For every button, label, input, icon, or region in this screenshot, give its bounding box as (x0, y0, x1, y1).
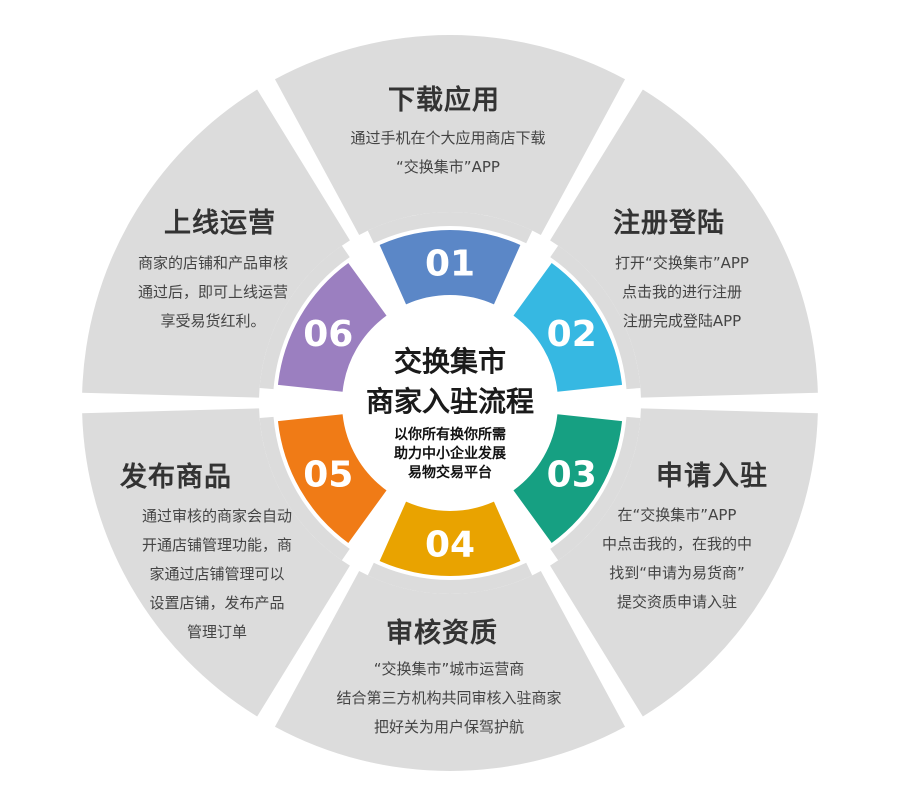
outer-segment-register (550, 89, 818, 398)
step-05-description: 通过审核的商家会自动 开通店铺管理功能，商 家通过店铺管理可以 设置店铺，发布产… (142, 502, 292, 647)
center-subtitle-line: 易物交易平台 (408, 465, 492, 481)
center-subtitle-line: 以你所有换你所需 (394, 427, 506, 443)
step-04-description: “交换集市”城市运营商 结合第三方机构共同审核入驻商家 把好关为用户保驾护航 (336, 655, 561, 742)
step-06-description: 商家的店铺和产品审核 通过后，即可上线运营 享受易货红利。 (138, 249, 288, 336)
step-06-desc-line: 商家的店铺和产品审核 (137, 254, 289, 272)
center-title-line1: 交换集市 (393, 345, 507, 378)
step-03-desc-line: 找到“申请为易货商” (609, 564, 745, 582)
step-03-description: 在“交换集市”APP 中点击我的，在我的中 找到“申请为易货商” 提交资质申请入… (602, 501, 752, 617)
step-04-title: 审核资质 (386, 618, 498, 649)
ring-segment-05 (277, 414, 387, 543)
step-02-title: 注册登陆 (613, 208, 725, 239)
step-03-desc-line: 在“交换集市”APP (617, 506, 737, 524)
step-04-desc-line: “交换集市”城市运营商 (373, 660, 525, 678)
step-02-description: 打开“交换集市”APP 点击我的进行注册 注册完成登陆APP (615, 249, 749, 336)
step-number-06: 06 (303, 314, 353, 355)
step-03-title: 申请入驻 (656, 461, 768, 492)
step-04-desc-line: 结合第三方机构共同审核入驻商家 (336, 689, 562, 707)
step-06-title: 上线运营 (164, 208, 276, 239)
center-disc (354, 307, 546, 499)
step-number-02: 02 (547, 314, 597, 355)
step-02-desc-line: 注册完成登陆APP (622, 312, 742, 330)
step-01-desc-line: 通过手机在个大应用商店下载 (350, 129, 546, 147)
step-02-desc-line: 点击我的进行注册 (621, 283, 742, 301)
step-04-desc-line: 把好关为用户保驾护航 (373, 718, 525, 736)
outer-segments (82, 35, 818, 771)
outer-segment-inner-apply (550, 416, 641, 561)
step-01-description: 通过手机在个大应用商店下载 “交换集市”APP (350, 124, 545, 182)
ring-segment-06 (277, 263, 387, 392)
outer-segment-download (274, 35, 626, 235)
step-01-title: 下载应用 (388, 85, 500, 116)
ring-segment-03 (513, 414, 623, 543)
step-05-desc-line: 家通过店铺管理可以 (149, 565, 285, 583)
outer-segment-inner-download (367, 212, 533, 244)
step-01-desc-line: “交换集市”APP (396, 158, 500, 176)
center-subtitle: 以你所有换你所需 助力中小企业发展 易物交易平台 (394, 426, 506, 483)
step-06-desc-line: 享受易货红利。 (160, 312, 266, 330)
outer-segment-publish (82, 408, 350, 717)
outer-segment-review (274, 571, 626, 771)
step-05-desc-line: 管理订单 (186, 623, 248, 641)
numbered-ring (277, 230, 623, 576)
ring-segment-02 (513, 263, 623, 392)
outer-segment-inner-publish (259, 416, 350, 561)
outer-segment-apply (550, 408, 818, 717)
step-06-desc-line: 通过后，即可上线运营 (137, 283, 289, 301)
ring-numbers: 01 02 03 04 05 06 (303, 244, 597, 566)
outer-segment-inner-operate (259, 245, 350, 390)
step-number-05: 05 (303, 454, 353, 495)
step-number-03: 03 (547, 454, 597, 495)
center-title-line2: 商家入驻流程 (365, 385, 535, 418)
outer-segment-inner-register (550, 245, 641, 390)
step-number-01: 01 (425, 244, 475, 285)
center-subtitle-line: 助力中小企业发展 (394, 446, 506, 462)
step-05-desc-line: 开通店铺管理功能，商 (141, 536, 293, 554)
outer-segment-inner-review (367, 562, 533, 594)
step-05-desc-line: 设置店铺，发布产品 (149, 594, 285, 612)
outer-segment-operate (82, 89, 350, 398)
step-05-desc-line: 通过审核的商家会自动 (141, 507, 293, 525)
ring-segment-04 (379, 501, 521, 576)
step-02-desc-line: 打开“交换集市”APP (615, 254, 749, 272)
step-03-desc-line: 中点击我的，在我的中 (601, 535, 753, 553)
step-05-title: 发布商品 (120, 462, 232, 493)
ring-segment-01 (379, 230, 521, 305)
step-number-04: 04 (425, 525, 475, 566)
step-03-desc-line: 提交资质申请入驻 (616, 593, 738, 611)
